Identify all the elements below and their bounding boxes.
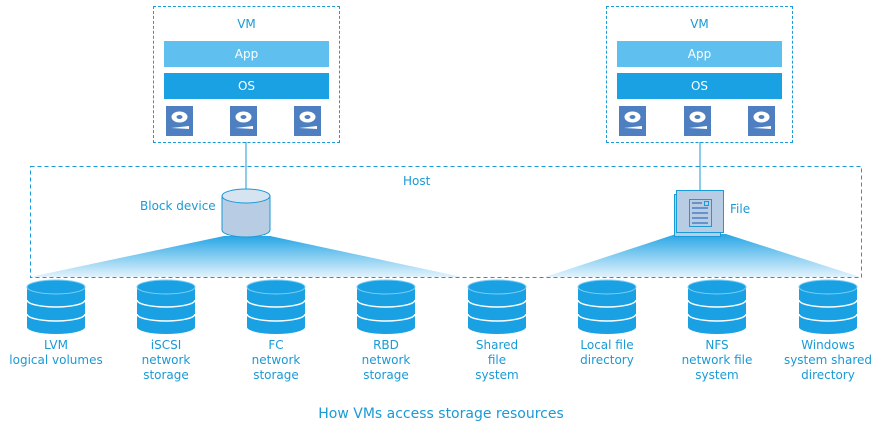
storage-label-line: network	[361, 353, 411, 367]
storage-cylinder-icon	[687, 279, 747, 334]
storage-label-line: Shared	[475, 338, 519, 352]
storage-label-line: network	[251, 353, 301, 367]
app-layer: App	[617, 41, 782, 67]
storage-label-line: storage	[143, 368, 189, 382]
storage-label-line: storage	[363, 368, 409, 382]
os-layer: OS	[164, 73, 329, 99]
vm-title: VM	[237, 17, 256, 31]
vm-box: VM App OS	[606, 6, 793, 143]
storage-cylinder-icon	[356, 279, 416, 334]
storage-label-line: NFS	[705, 338, 729, 352]
block-device-label: Block device	[140, 199, 216, 213]
storage-label-line: RBD	[373, 338, 399, 352]
vm-title: VM	[690, 17, 709, 31]
storage-label-line: iSCSI	[150, 338, 182, 352]
storage-cylinder-icon	[798, 279, 858, 334]
storage-label-line: directory	[801, 368, 855, 382]
file-label: File	[730, 202, 751, 216]
storage-label-line: storage	[253, 368, 299, 382]
storage-cylinder-icon	[467, 279, 527, 334]
storage-label-line: system	[695, 368, 739, 382]
block-device-icon	[221, 188, 271, 238]
storage-label-line: system	[475, 368, 519, 382]
storage-cylinder-icon	[136, 279, 196, 334]
block-device-fan	[30, 236, 462, 277]
diagram-caption: How VMs access storage resources	[318, 406, 564, 422]
storage-label-line: FC	[268, 338, 284, 352]
file-fan	[545, 234, 860, 277]
storage-label-line: LVM	[44, 338, 68, 352]
storage-cylinder-icon	[26, 279, 86, 334]
vm-box: VM App OS	[153, 6, 340, 143]
storage-label-line: network file	[681, 353, 753, 367]
storage-label-line: directory	[580, 353, 634, 367]
file-icon	[674, 190, 724, 237]
host-box	[30, 166, 862, 278]
os-layer: OS	[617, 73, 782, 99]
storage-cylinder-icon	[577, 279, 637, 334]
app-layer: App	[164, 41, 329, 67]
storage-label-line: network	[141, 353, 191, 367]
storage-label-line: Local file	[580, 338, 634, 352]
storage-cylinder-icon	[246, 279, 306, 334]
storage-label-line: system shared	[783, 353, 873, 367]
storage-label-line: file	[487, 353, 507, 367]
host-label: Host	[403, 174, 431, 188]
storage-label-line: logical volumes	[9, 353, 103, 367]
storage-label-line: Windows	[801, 338, 855, 352]
